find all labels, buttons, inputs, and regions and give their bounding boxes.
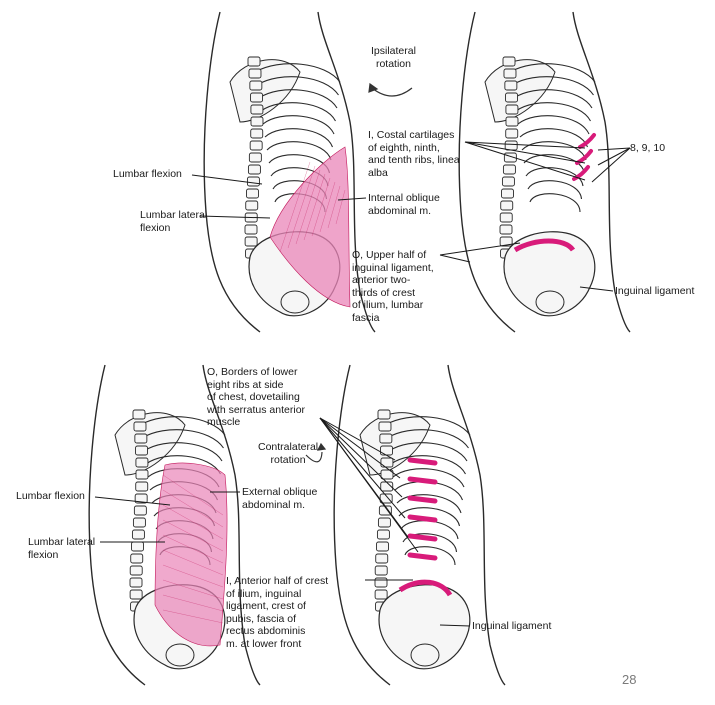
bottom-lumbar-lateral-label: Lumbar lateral flexion xyxy=(28,536,96,561)
bottom-muscle-name: External oblique abdominal m. xyxy=(242,486,318,511)
rib-attachment-5 xyxy=(407,533,438,542)
leader-top-insertion-3 xyxy=(464,141,586,181)
bottom-left-torso xyxy=(88,364,261,686)
costal-attachment-3 xyxy=(572,165,590,181)
leader-top-insertion-1 xyxy=(464,141,586,149)
leader-bottom-origin-6 xyxy=(319,417,419,553)
top-lumbar-flexion-label: Lumbar flexion xyxy=(113,168,182,180)
top-right-torso xyxy=(458,11,631,333)
iliac-crest-attachment xyxy=(398,579,453,597)
rib-attachment-2 xyxy=(407,476,438,485)
top-rotation-arrow xyxy=(371,87,413,97)
costal-attachment-1 xyxy=(578,133,596,149)
top-ribs-label: 8, 9, 10 xyxy=(630,142,666,154)
leader-bottom-origin-3 xyxy=(319,417,403,498)
iliac-crest-attachment xyxy=(513,238,576,253)
leader-top-lumbar-lateral xyxy=(199,215,271,219)
bottom-lumbar-flexion-label: Lumbar flexion xyxy=(16,490,85,502)
top-origin-label: O, Upper half of inguinal ligament, ante… xyxy=(352,249,434,324)
leader-top-origin-2 xyxy=(439,254,471,263)
top-left-torso xyxy=(203,11,376,333)
bottom-right-torso xyxy=(333,364,506,686)
leader-top-ribs-1 xyxy=(597,147,631,151)
rib-attachment-4 xyxy=(407,514,438,523)
leader-bottom-origin-2 xyxy=(319,417,401,479)
bottom-origin-label: O, Borders of lower eight ribs at side o… xyxy=(207,366,306,428)
leader-top-ligament xyxy=(579,286,614,292)
leader-bottom-origin-4 xyxy=(319,417,406,519)
bottom-rotation-label: Contralateral rotation xyxy=(258,441,319,466)
leader-bottom-origin-1 xyxy=(319,417,396,461)
rib-attachment-1 xyxy=(407,457,438,466)
costal-attachment-2 xyxy=(575,149,593,165)
top-lumbar-lateral-label: Lumbar lateral flexion xyxy=(140,209,208,234)
leader-top-lumbar-flexion xyxy=(191,174,263,185)
leader-top-muscle xyxy=(337,197,367,201)
leader-top-ribs-2 xyxy=(597,147,631,166)
top-rotation-label: Ipsilateral rotation xyxy=(371,45,416,70)
bottom-ligament-label: Inguinal ligament xyxy=(472,620,552,632)
bottom-rotation-arrow xyxy=(305,451,323,463)
leader-top-origin-1 xyxy=(439,242,521,256)
top-muscle-name: Internal oblique abdominal m. xyxy=(368,192,440,217)
leader-top-ribs-3 xyxy=(591,147,631,183)
leader-bottom-ligament xyxy=(439,624,471,627)
leader-bottom-lumbar-flexion xyxy=(94,496,171,506)
top-ligament-label: Inguinal ligament xyxy=(615,285,695,297)
rib-attachment-3 xyxy=(407,495,438,504)
internal-oblique-muscle xyxy=(269,146,351,308)
page-number: 28 xyxy=(622,672,637,687)
external-oblique-muscle xyxy=(154,462,228,647)
leader-top-insertion-2 xyxy=(464,141,586,164)
top-insertion-label: I, Costal cartilages of eighth, ninth, a… xyxy=(368,129,460,179)
rib-attachment-6 xyxy=(407,552,438,561)
bottom-insertion-label: I, Anterior half of crest of ilium, ingu… xyxy=(226,575,329,650)
